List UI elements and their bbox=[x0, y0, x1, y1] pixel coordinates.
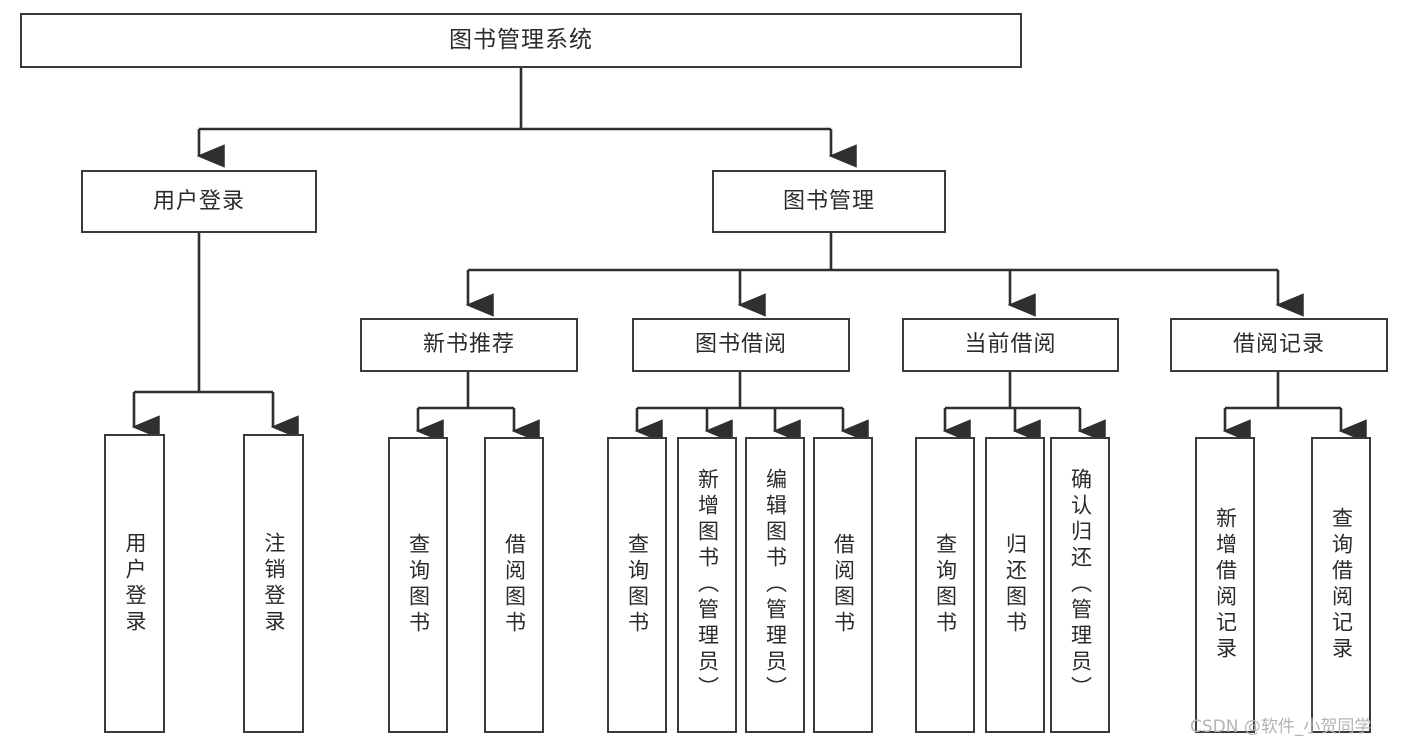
leaf-current-borrow-return[interactable]: 归还图书 bbox=[985, 437, 1045, 733]
leaf-borrow-record-add[interactable]: 新增借阅记录 bbox=[1195, 437, 1255, 733]
node-user-login[interactable]: 用户登录 bbox=[81, 170, 317, 233]
leaf-user-login-signin[interactable]: 用户登录 bbox=[104, 434, 165, 733]
leaf-current-borrow-confirm-return[interactable]: 确认归还（管理员） bbox=[1050, 437, 1110, 733]
leaf-book-borrow-add-label: 新增图书（管理员） bbox=[695, 468, 720, 702]
node-current-borrow-label: 当前借阅 bbox=[964, 332, 1057, 358]
leaf-current-borrow-confirm-return-label: 确认归还（管理员） bbox=[1068, 468, 1093, 702]
node-current-borrow[interactable]: 当前借阅 bbox=[902, 318, 1119, 372]
node-user-login-label: 用户登录 bbox=[152, 188, 245, 214]
leaf-book-borrow-edit-label: 编辑图书（管理员） bbox=[763, 468, 788, 702]
leaf-user-login-signout-label: 注销登录 bbox=[262, 531, 286, 636]
leaf-book-borrow-lend[interactable]: 借阅图书 bbox=[813, 437, 873, 733]
leaf-current-borrow-query[interactable]: 查询图书 bbox=[915, 437, 975, 733]
node-new-book-recommend[interactable]: 新书推荐 bbox=[360, 318, 578, 372]
node-borrow-record-label: 借阅记录 bbox=[1232, 332, 1325, 358]
leaf-borrow-record-query[interactable]: 查询借阅记录 bbox=[1311, 437, 1371, 733]
leaf-book-borrow-edit[interactable]: 编辑图书（管理员） bbox=[745, 437, 805, 733]
node-borrow-record[interactable]: 借阅记录 bbox=[1170, 318, 1388, 372]
leaf-new-book-query[interactable]: 查询图书 bbox=[388, 437, 448, 733]
node-root-system[interactable]: 图书管理系统 bbox=[20, 13, 1022, 68]
leaf-user-login-signin-label: 用户登录 bbox=[123, 531, 147, 636]
leaf-book-borrow-query-label: 查询图书 bbox=[625, 533, 650, 637]
leaf-book-borrow-query[interactable]: 查询图书 bbox=[607, 437, 667, 733]
leaf-new-book-query-label: 查询图书 bbox=[406, 533, 431, 637]
leaf-book-borrow-lend-label: 借阅图书 bbox=[831, 533, 856, 637]
node-book-borrow[interactable]: 图书借阅 bbox=[632, 318, 850, 372]
csdn-watermark: CSDN @软件_小贺同学 bbox=[1190, 717, 1372, 737]
leaf-borrow-record-add-label: 新增借阅记录 bbox=[1213, 507, 1238, 663]
node-book-borrow-label: 图书借阅 bbox=[694, 332, 787, 358]
leaf-current-borrow-query-label: 查询图书 bbox=[933, 533, 958, 637]
node-root-system-label: 图书管理系统 bbox=[449, 27, 593, 54]
leaf-borrow-record-query-label: 查询借阅记录 bbox=[1329, 507, 1354, 663]
leaf-book-borrow-add[interactable]: 新增图书（管理员） bbox=[677, 437, 737, 733]
node-book-management[interactable]: 图书管理 bbox=[712, 170, 946, 233]
leaf-new-book-borrow[interactable]: 借阅图书 bbox=[484, 437, 544, 733]
leaf-user-login-signout[interactable]: 注销登录 bbox=[243, 434, 304, 733]
leaf-current-borrow-return-label: 归还图书 bbox=[1003, 533, 1028, 637]
node-book-management-label: 图书管理 bbox=[782, 188, 875, 214]
node-new-book-recommend-label: 新书推荐 bbox=[422, 332, 515, 358]
leaf-new-book-borrow-label: 借阅图书 bbox=[502, 533, 527, 637]
